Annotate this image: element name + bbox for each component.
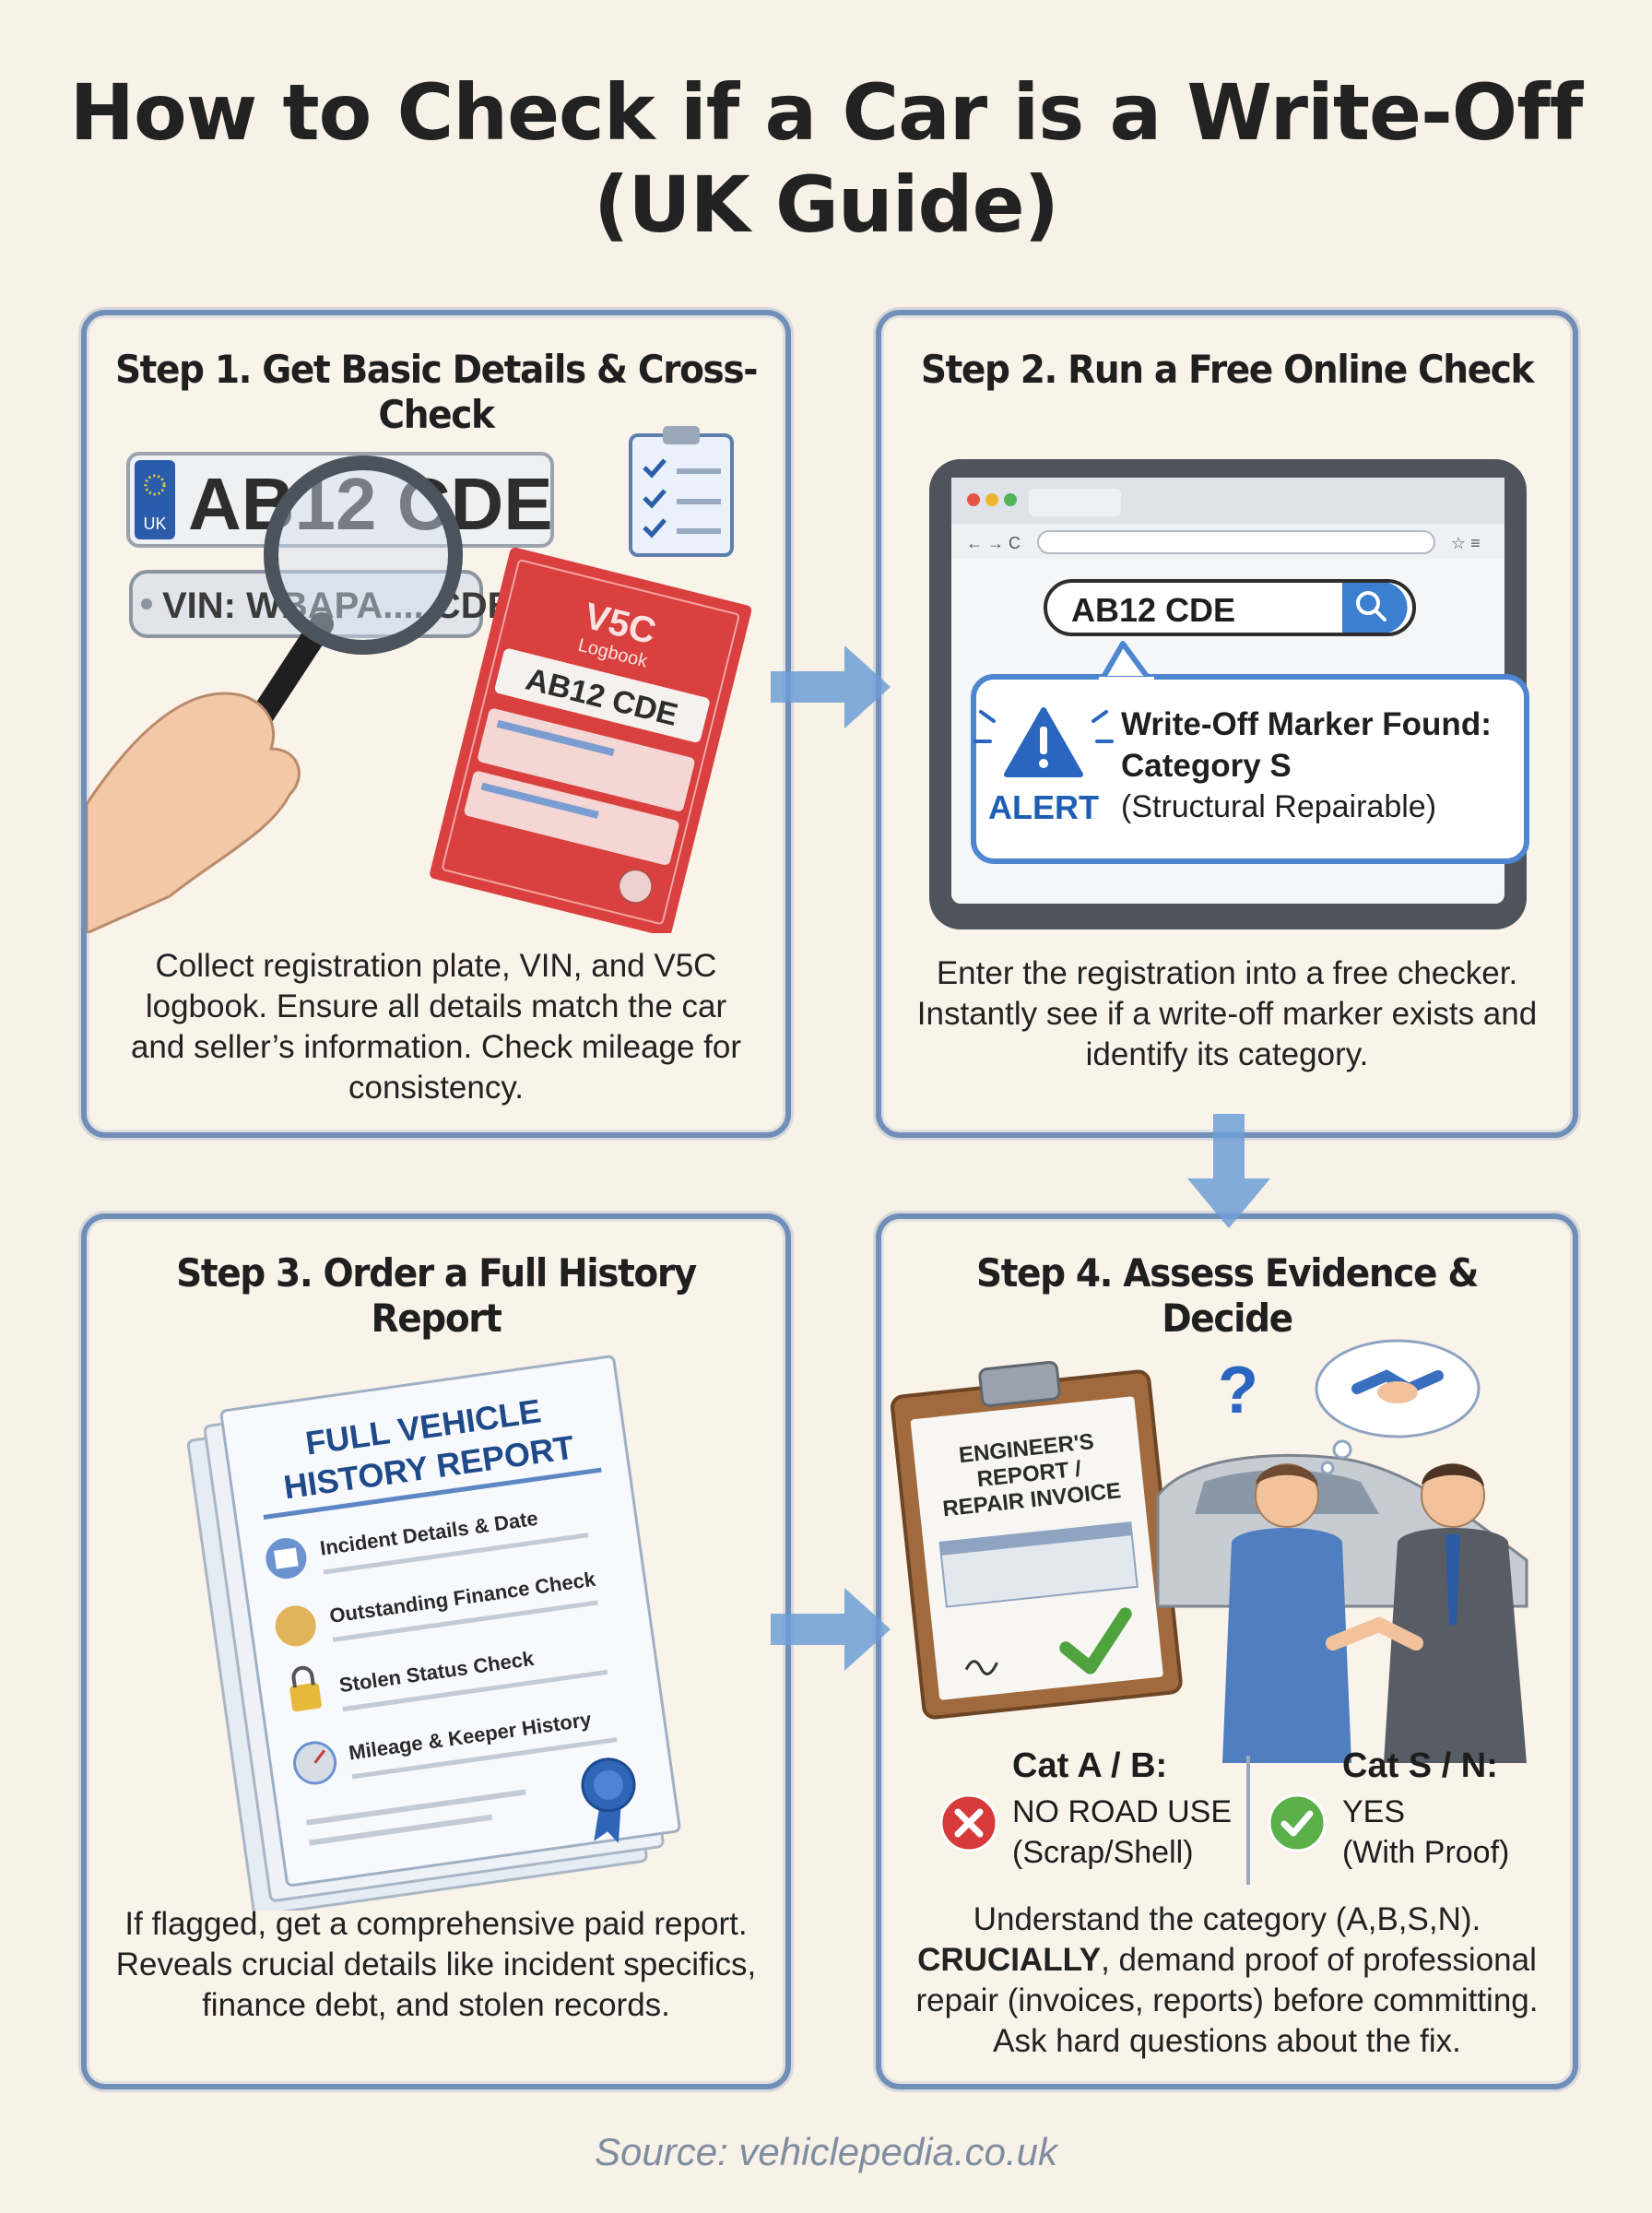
step-3-panel: Step 3. Order a Full History Report FULL… <box>81 1213 791 2089</box>
plate-text: AB12 CDE <box>188 463 553 545</box>
v5c-logbook: V5C Logbook AB12 CDE <box>430 547 752 933</box>
step-4-illustration: ENGINEER'S REPORT / REPAIR INVOICE ? <box>890 1339 1528 1763</box>
warning-icon <box>974 707 1114 777</box>
source-credit: Source: vehiclepedia.co.uk <box>595 2130 1057 2173</box>
step-1-heading: Step 1. Get Basic Details & Cross-Check <box>114 347 758 437</box>
speedometer-icon <box>293 1741 337 1785</box>
verdict-cat-ab: Cat A / B: NO ROAD USE (Scrap/Shell) <box>938 1746 1233 1885</box>
step-4-panel: Step 4. Assess Evidence & Decide ENGINEE… <box>876 1213 1578 2089</box>
verdict-section: Cat A / B: NO ROAD USE (Scrap/Shell) Cat… <box>881 1746 1573 1885</box>
browser-address-bar[interactable] <box>1037 530 1435 554</box>
search-input[interactable] <box>1044 579 1416 636</box>
checklist-icon <box>629 426 734 557</box>
svg-text:← → C: ← → C <box>966 534 1021 552</box>
buyer-figure <box>1222 1463 1351 1763</box>
arrow-down-icon <box>1187 1114 1270 1228</box>
search-input-value: AB12 CDE <box>1071 591 1235 629</box>
verdict-cat-sn-category: Cat S / N: <box>1342 1746 1498 1785</box>
check-circle-icon <box>1268 1793 1327 1852</box>
step-1-panel: Step 1. Get Basic Details & Cross-Check … <box>81 310 791 1138</box>
registration-plate: UK AB12 CDE <box>126 452 554 548</box>
step-4-description-body: , demand proof of professional repair (i… <box>915 1942 1539 2059</box>
arrow-right-icon <box>771 645 891 728</box>
history-report-document: FULL VEHICLE HISTORY REPORT Incident Det… <box>219 1355 681 1888</box>
verdict-cat-ab-category: Cat A / B: <box>1012 1746 1168 1785</box>
step-1-illustration: UK AB12 CDE VIN: WBAPA.... CDE V5C Logbo… <box>87 426 752 933</box>
page-title-line-2: (UK Guide) <box>594 160 1059 250</box>
hand-icon <box>87 692 301 933</box>
handshake-icon <box>1351 1369 1444 1403</box>
question-mark-icon: ? <box>1218 1354 1258 1427</box>
verdict-cat-sn: Cat S / N: YES (With Proof) <box>1267 1746 1552 1885</box>
step-2-illustration: ← → C ☆ ≡ AB12 CDE ALERT Write-Off Marke… <box>929 459 1529 929</box>
alert-title-line-2: Category S <box>1121 748 1292 784</box>
engineers-report-clipboard: ENGINEER'S REPORT / REPAIR INVOICE <box>890 1360 1183 1720</box>
verdict-cat-ab-line-2: (Scrap/Shell) <box>1012 1835 1194 1870</box>
verdict-divider <box>1246 1756 1250 1885</box>
step-3-heading: Step 3. Order a Full History Report <box>176 1250 697 1341</box>
alert-title-line-1: Write-Off Marker Found: <box>1121 706 1492 742</box>
coins-icon <box>275 1605 316 1647</box>
step-4-description-intro: Understand the category (A,B,S,N). <box>973 1901 1481 1937</box>
verdict-cat-ab-line-1: NO ROAD USE <box>1012 1794 1233 1829</box>
cross-icon <box>939 1793 998 1852</box>
step-4-description-emphasis: CRUCIALLY <box>917 1942 1102 1978</box>
award-ribbon-icon <box>581 1757 636 1843</box>
arrow-right-icon <box>771 1588 891 1671</box>
step-3-illustration: FULL VEHICLE HISTORY REPORT Incident Det… <box>186 1355 681 1911</box>
step-1-description: Collect registration plate, VIN, and V5C… <box>130 948 742 1106</box>
thought-bubble <box>1315 1339 1481 1475</box>
page-title: How to Check if a Car is a Write-Off (UK… <box>0 66 1652 251</box>
svg-text:☆ ≡: ☆ ≡ <box>1451 534 1481 552</box>
alert-label: ALERT <box>988 788 1099 826</box>
alert-detail: (Structural Repairable) <box>1121 789 1436 824</box>
step-2-heading: Step 2. Run a Free Online Check <box>920 347 1535 392</box>
verdict-cat-sn-line-1: YES <box>1342 1794 1406 1829</box>
registration-search[interactable]: AB12 CDE <box>1044 579 1416 636</box>
lock-icon <box>289 1683 322 1712</box>
alert-bubble: ALERT Write-Off Marker Found: Category S… <box>971 641 1529 864</box>
step-4-heading: Step 4. Assess Evidence & Decide <box>975 1250 1479 1341</box>
step-2-description: Enter the registration into a free check… <box>916 955 1538 1072</box>
step-3-description: If flagged, get a comprehensive paid rep… <box>115 1906 757 2023</box>
vin-tag: VIN: WBAPA.... CDE <box>129 570 512 638</box>
verdict-cat-sn-line-2: (With Proof) <box>1342 1835 1510 1870</box>
search-icon <box>1356 591 1380 615</box>
search-button[interactable] <box>1342 583 1408 633</box>
seller-figure <box>1384 1463 1527 1763</box>
page-title-line-1: How to Check if a Car is a Write-Off <box>69 67 1584 158</box>
plate-country-code: UK <box>143 515 166 533</box>
step-2-panel: Step 2. Run a Free Online Check ← → C ☆ … <box>876 310 1578 1138</box>
check-mark-icon <box>1059 1607 1132 1675</box>
step-4-description: Understand the category (A,B,S,N). CRUCI… <box>909 1899 1545 2062</box>
